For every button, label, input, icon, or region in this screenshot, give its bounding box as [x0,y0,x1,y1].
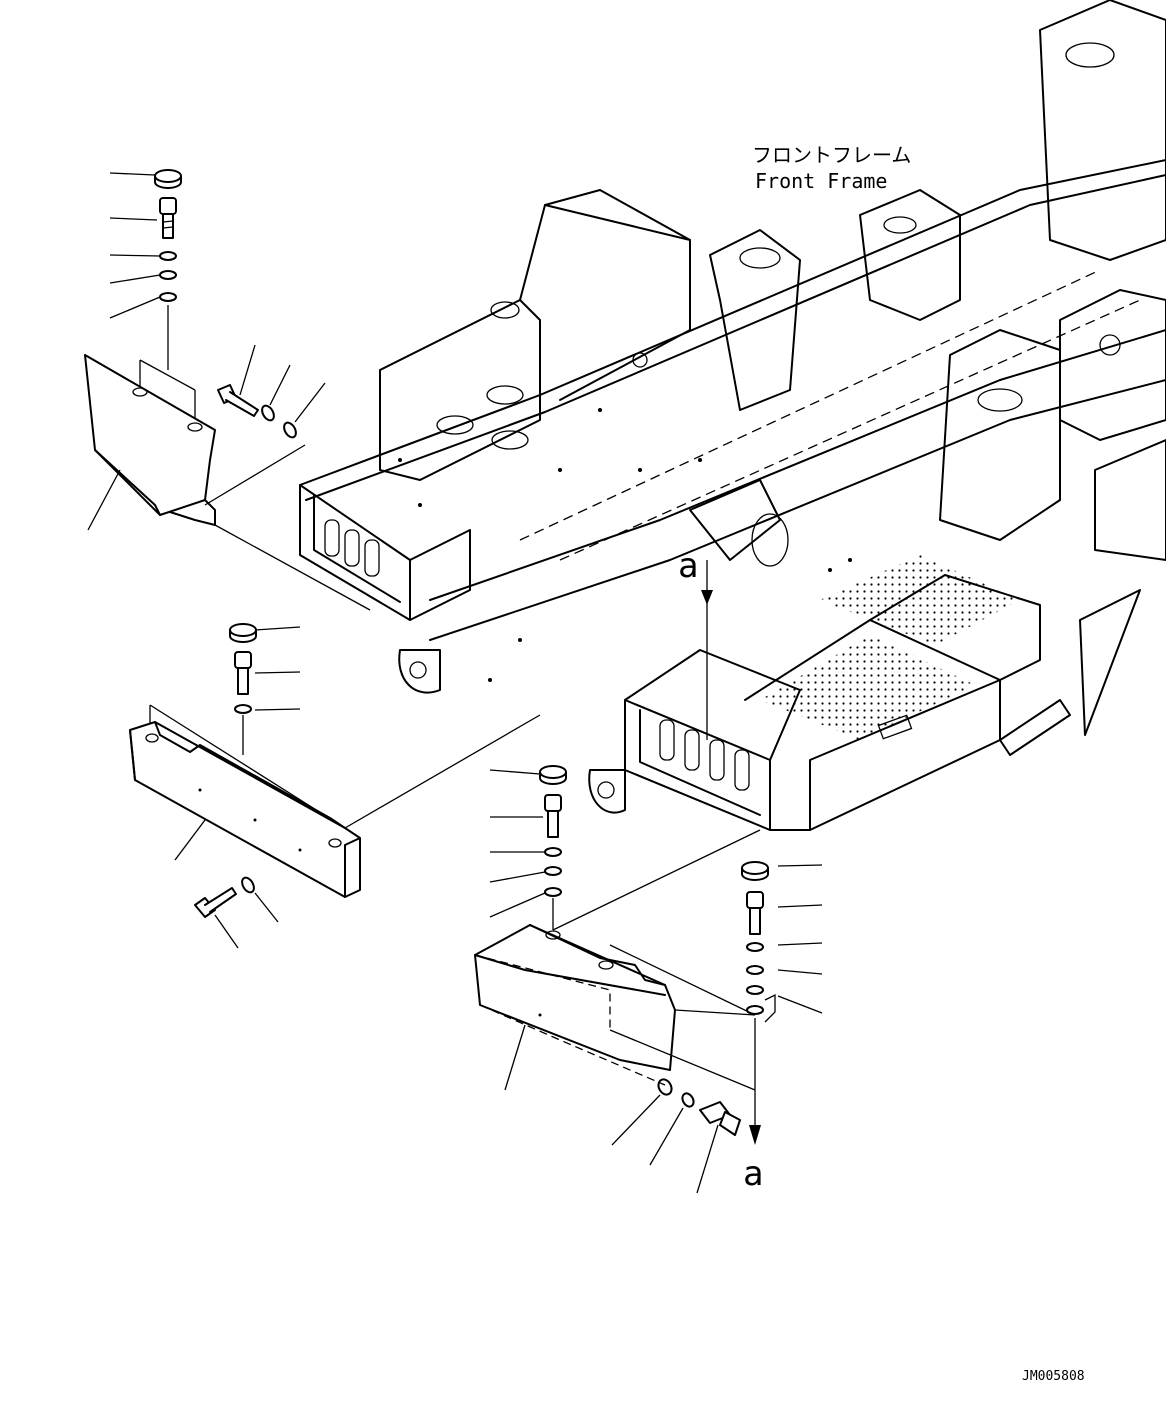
bolt-icon [234,651,252,695]
washer-icon [159,251,177,261]
cap-icon [154,169,182,183]
washer-icon [159,270,177,280]
bolt-icon [544,794,562,838]
view-arrow-bottom [749,1125,761,1145]
frame-label-english: Front Frame [755,169,887,193]
bolt-icon [746,891,764,935]
left-cover-assembly [84,169,371,611]
bolt-icon [194,887,237,918]
washer-icon [746,1005,764,1015]
view-arrow-top [701,560,713,740]
cap-icon [229,623,257,637]
washer-icon [746,942,764,952]
view-marker-top: a [678,546,698,586]
perforated-guard [744,555,1041,831]
washer-icon [681,1092,695,1108]
washer-icon [159,292,177,302]
drawing-number: JM005808 [1022,1369,1085,1384]
left-cover [84,354,216,516]
washer-icon [544,866,562,876]
cap-icon [539,765,567,779]
frame-bolts [398,408,852,682]
bolt-icon [159,197,177,239]
washer-icon [544,887,562,897]
washer-icon [746,965,764,975]
front-frame [299,0,1166,831]
washer-icon [657,1078,673,1096]
bolt-icon [217,384,259,417]
frame-label-japanese: フロントフレーム [752,143,911,167]
washer-icon [283,421,297,439]
washer-icon [261,404,275,422]
washer-icon [241,876,255,894]
washer-icon [544,847,562,857]
cap-icon [741,861,769,875]
center-cover-assembly [474,560,823,1194]
view-marker-bottom: a [743,1154,763,1194]
washer-icon [746,985,764,995]
bolt-icon [699,1101,741,1136]
washer-icon [234,704,252,714]
middle-cover-assembly [129,623,541,949]
middle-cover [129,721,361,898]
